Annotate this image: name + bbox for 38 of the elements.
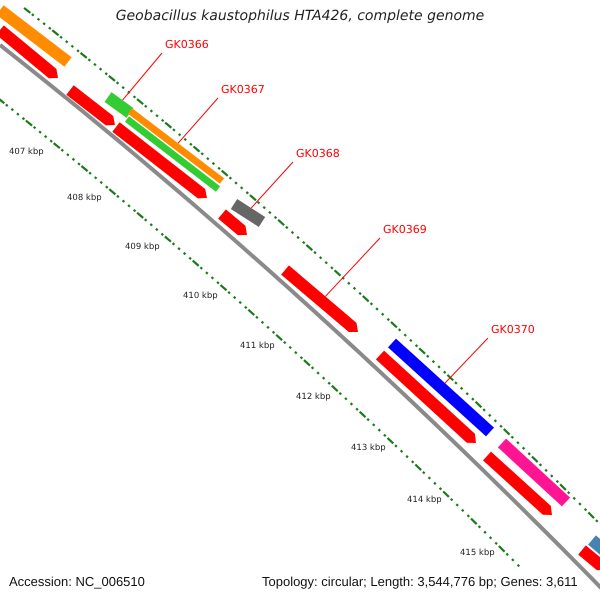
- scale-label: 414 kbp: [407, 496, 442, 506]
- scale-label: 411 kbp: [240, 342, 275, 352]
- gene-label: GK0367: [221, 84, 265, 96]
- gene-label: GK0370: [491, 324, 535, 336]
- chart-title: Geobacillus kaustophilus HTA426, complete genome: [114, 9, 486, 24]
- gene-label: GK0366: [165, 39, 209, 52]
- gene-bar: [128, 108, 224, 184]
- gene-feature-block: [218, 209, 247, 236]
- scale-label: 413 kbp: [351, 444, 386, 454]
- scale-label: 415 kbp: [460, 549, 495, 558]
- scale-label: 408 kbp: [67, 194, 102, 204]
- gene-feature-block: [0, 25, 58, 78]
- gene-bar: [230, 199, 266, 227]
- gene-bar: [124, 116, 220, 192]
- gene-bar: [104, 92, 134, 118]
- accession-note: Accession: NC_006510: [9, 575, 145, 590]
- gene-feature-block: [281, 265, 358, 332]
- gene-label: GK0368: [296, 148, 340, 160]
- gene-label: GK0369: [383, 224, 427, 236]
- gene-bar: [498, 438, 570, 506]
- gene-feature-block: [578, 545, 600, 570]
- leader-line: [178, 98, 218, 144]
- leader-line: [324, 238, 380, 297]
- leader-line: [122, 52, 162, 101]
- gene-bar: [588, 535, 600, 557]
- gene-feature-block: [112, 122, 207, 198]
- scale-label: 409 kbp: [125, 243, 160, 252]
- gene-bar: [0, 5, 72, 67]
- gene-feature-block: [376, 350, 476, 443]
- scale-label: 412 kbp: [296, 393, 331, 402]
- gene-bar: [388, 338, 494, 436]
- leader-line: [444, 338, 488, 384]
- scale-label: 410 kbp: [183, 292, 218, 302]
- leader-line: [250, 162, 294, 208]
- gene-feature-block: [66, 85, 115, 126]
- scale-label: 407 kbp: [9, 148, 44, 158]
- genome-stats: Topology: circular; Length: 3,544,776 bp; Genes: 3,611: [262, 575, 578, 590]
- gene-feature-block: [483, 452, 552, 515]
